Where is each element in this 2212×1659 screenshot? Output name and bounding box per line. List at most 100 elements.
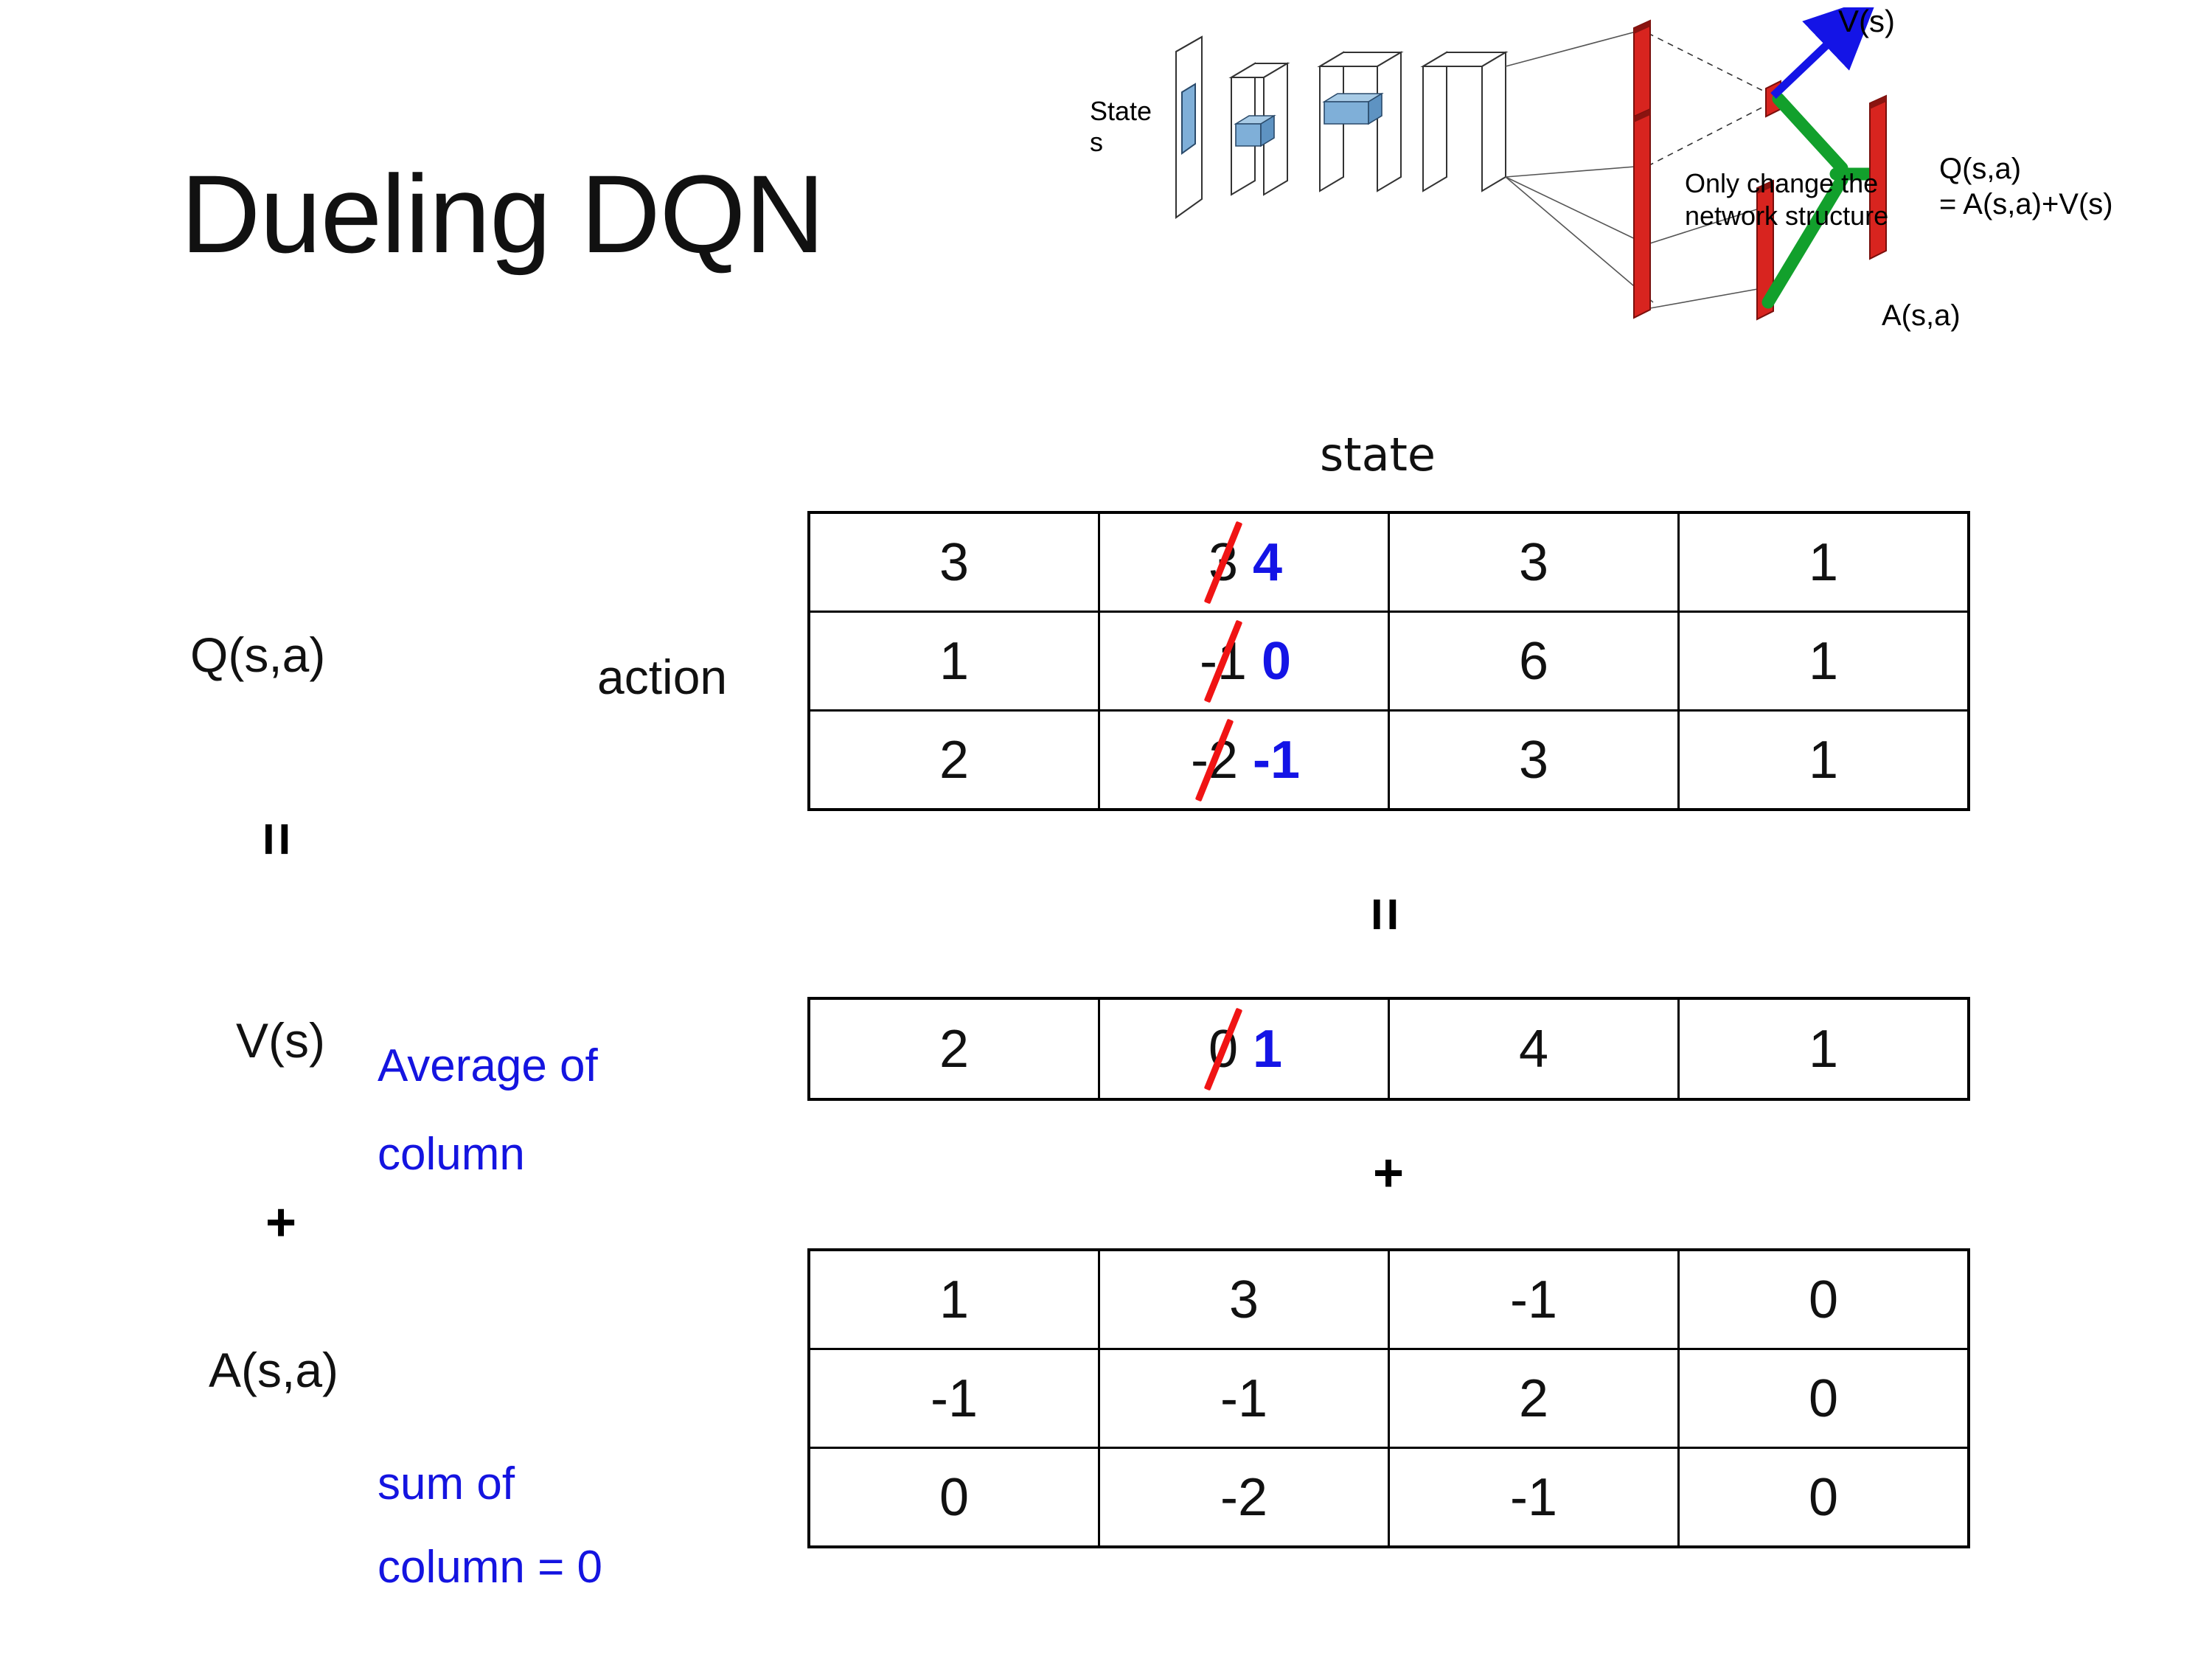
replacement-value: 0 xyxy=(1261,631,1292,691)
cell-value: 2 xyxy=(1518,1368,1549,1428)
a-function-label: A(s,a) xyxy=(209,1343,339,1397)
network-diagram-svg xyxy=(1175,7,1887,321)
plus-operator-left: + xyxy=(265,1193,297,1252)
cell-value: -1 xyxy=(930,1368,978,1428)
cell-value: 3 xyxy=(1518,532,1549,592)
cell-value: -1 xyxy=(1220,1368,1268,1428)
table-cell: -1 xyxy=(1388,1447,1680,1548)
diagram-value-output-label: V(s) xyxy=(1838,4,1895,38)
replacement-value: 1 xyxy=(1253,1019,1283,1079)
page-title: Dueling DQN xyxy=(181,152,825,276)
table-cell: 0 xyxy=(1677,1348,1970,1449)
table-row: 0 -2 -1 0 xyxy=(807,1447,1970,1548)
strikethrough-mark xyxy=(1203,619,1243,703)
table-cell: 2 xyxy=(807,997,1100,1101)
table-cell: 3 xyxy=(807,511,1100,613)
table-cell: 3 xyxy=(1098,1248,1390,1350)
v-function-label: V(s) xyxy=(236,1013,325,1068)
diagram-advantage-output-label: A(s,a) xyxy=(1882,299,1961,332)
diagram-q-output-label-line1: Q(s,a) xyxy=(1939,153,2022,185)
table-row: -1 -1 2 0 xyxy=(807,1348,1970,1449)
replacement-value: -1 xyxy=(1253,730,1301,790)
cell-value: 1 xyxy=(1808,631,1839,691)
struck-out-value: -2 xyxy=(1188,718,1241,801)
a-value-table: 1 3 -1 0 -1 -1 2 0 0 -2 -1 0 xyxy=(807,1248,1970,1548)
table-cell: 4 xyxy=(1388,997,1680,1101)
table-cell: 1 xyxy=(807,1248,1100,1350)
table-cell: 0 xyxy=(807,1447,1100,1548)
table-cell: -1 xyxy=(807,1348,1100,1449)
v-note-line-2: column xyxy=(378,1129,525,1180)
table-row: 1 3 -1 0 xyxy=(807,1248,1970,1350)
cell-value: 0 xyxy=(1808,1368,1839,1428)
revised-cell: -2-1 xyxy=(1188,718,1301,801)
table-cell: 0 xyxy=(1677,1447,1970,1548)
cell-value: -2 xyxy=(1220,1467,1268,1527)
cell-value: 3 xyxy=(1228,1270,1259,1329)
table-cell: 1 xyxy=(1677,709,1970,811)
cell-value: 1 xyxy=(1808,532,1839,592)
strikethrough-mark xyxy=(1203,521,1243,604)
diagram-note-line-2: network structure xyxy=(1685,201,1889,231)
cell-value: 1 xyxy=(939,1270,970,1329)
dueling-network-diagram: State s V(s) Only change the network str… xyxy=(1090,4,2212,409)
cell-value: 0 xyxy=(1808,1270,1839,1329)
table-cell: 3 xyxy=(1388,511,1680,613)
table-cell: -2 xyxy=(1098,1447,1390,1548)
a-note-line-1: sum of xyxy=(378,1458,515,1509)
cell-value: -1 xyxy=(1509,1270,1558,1329)
diagram-input-label-state: State xyxy=(1090,96,1152,126)
state-column-header: state xyxy=(1320,428,1436,481)
cell-value: 3 xyxy=(939,532,970,592)
table-cell: 3 xyxy=(1388,709,1680,811)
plus-operator-middle: + xyxy=(1373,1144,1405,1203)
v-note-line-1: Average of xyxy=(378,1040,598,1091)
cell-value: 2 xyxy=(939,730,970,790)
table-cell: 1 xyxy=(1677,997,1970,1101)
cell-value: 0 xyxy=(1808,1467,1839,1527)
diagram-input-label-s: s xyxy=(1090,127,1103,157)
equals-glyph-rotated: = xyxy=(244,821,310,857)
replacement-value: 4 xyxy=(1253,532,1283,592)
table-cell: 2 xyxy=(807,709,1100,811)
table-cell: 2 xyxy=(1388,1348,1680,1449)
diagram-note-line-1: Only change the xyxy=(1685,168,1879,198)
a-note-line-2: column = 0 xyxy=(378,1542,603,1593)
cell-value: 1 xyxy=(1808,730,1839,790)
struck-out-value: 0 xyxy=(1203,1007,1243,1091)
q-function-label: Q(s,a) xyxy=(190,627,326,682)
equals-glyph-rotated-middle: = xyxy=(1352,897,1419,932)
struck-out-value: -1 xyxy=(1197,619,1250,703)
cell-value: -1 xyxy=(1509,1467,1558,1527)
struck-out-value: 3 xyxy=(1203,521,1243,604)
cell-value: 6 xyxy=(1518,631,1549,691)
cell-value: 1 xyxy=(1808,1019,1839,1079)
table-cell: 6 xyxy=(1388,611,1680,712)
cell-value: 3 xyxy=(1518,730,1549,790)
cell-value: 4 xyxy=(1518,1019,1549,1079)
table-cell: -1 xyxy=(1388,1248,1680,1350)
table-cell: 1 xyxy=(807,611,1100,712)
diagram-q-output-label-line2: = A(s,a)+V(s) xyxy=(1939,188,2113,220)
strikethrough-mark xyxy=(1194,718,1234,801)
strikethrough-mark xyxy=(1203,1007,1243,1091)
table-cell: -2-1 xyxy=(1098,709,1390,811)
table-cell: 1 xyxy=(1677,611,1970,712)
cell-value: 0 xyxy=(939,1467,970,1527)
cell-value: 2 xyxy=(939,1019,970,1079)
cell-value: 1 xyxy=(939,631,970,691)
table-cell: 1 xyxy=(1677,511,1970,613)
equals-operator-left: = xyxy=(244,810,310,869)
equals-operator-middle: = xyxy=(1352,885,1418,944)
